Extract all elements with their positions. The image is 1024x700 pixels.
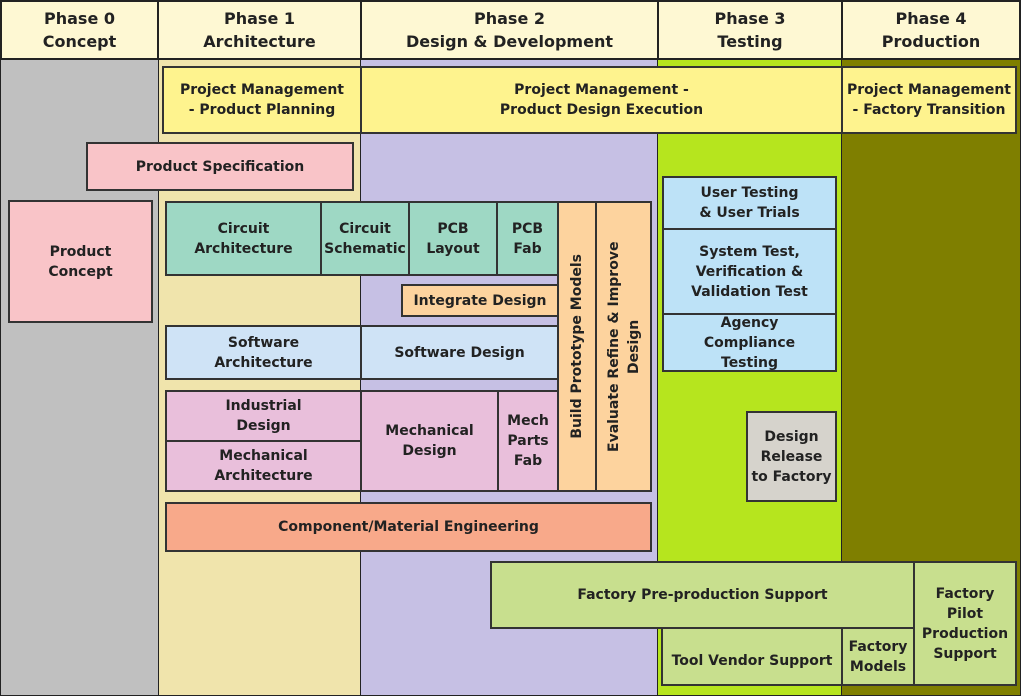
component-material-engineering: Component/Material Engineering (165, 502, 652, 552)
build-prototype-models: Build Prototype Models (557, 201, 597, 492)
phase0-header: Phase 0 Concept (0, 0, 159, 60)
circuit-architecture: Circuit Architecture (165, 201, 322, 276)
software-design: Software Design (360, 325, 559, 380)
industrial-design: Industrial Design (165, 390, 362, 442)
factory-models: Factory Models (841, 627, 915, 686)
mechanical-design: Mechanical Design (360, 390, 499, 492)
design-release-to-factory: Design Release to Factory (746, 411, 837, 502)
product-specification: Product Specification (86, 142, 354, 191)
system-test: System Test, Verification & Validation T… (662, 228, 837, 315)
phase-name: Architecture (203, 32, 316, 51)
phase-name: Testing (717, 32, 783, 51)
phase4-header: Phase 4 Production (841, 0, 1021, 60)
factory-pilot-production-support: Factory Pilot Production Support (913, 561, 1017, 686)
pm-product-planning: Project Management - Product Planning (162, 66, 362, 134)
phase-name: Concept (42, 32, 117, 51)
phase-name: Design & Development (406, 32, 613, 51)
phase-number: Phase 3 (714, 9, 786, 28)
phase2-header: Phase 2 Design & Development (360, 0, 659, 60)
integrate-design: Integrate Design (401, 284, 559, 317)
phase-number: Phase 0 (44, 9, 115, 28)
tool-vendor-support: Tool Vendor Support (661, 627, 843, 686)
agency-compliance-testing: Agency Compliance Testing (662, 313, 837, 372)
evaluate-label: Evaluate Refine & Improve Design (605, 241, 642, 452)
build-prototype-label: Build Prototype Models (569, 254, 585, 439)
circuit-schematic: Circuit Schematic (320, 201, 410, 276)
phase3-header: Phase 3 Testing (657, 0, 843, 60)
mech-parts-fab: Mech Parts Fab (497, 390, 559, 492)
phase-number: Phase 1 (224, 9, 295, 28)
pm-factory-transition: Project Management - Factory Transition (841, 66, 1017, 134)
product-concept: Product Concept (8, 200, 153, 323)
evaluate-refine-improve: Evaluate Refine & Improve Design (595, 201, 652, 492)
software-architecture: Software Architecture (165, 325, 362, 380)
phase-name: Production (881, 32, 981, 51)
pcb-fab: PCB Fab (496, 201, 559, 276)
phase1-header: Phase 1 Architecture (157, 0, 362, 60)
pm-design-execution: Project Management - Product Design Exec… (360, 66, 843, 134)
phase-number: Phase 2 (474, 9, 545, 28)
pcb-layout: PCB Layout (408, 201, 498, 276)
phase-number: Phase 4 (895, 9, 967, 28)
factory-preproduction-support: Factory Pre-production Support (490, 561, 915, 629)
mechanical-architecture: Mechanical Architecture (165, 440, 362, 492)
user-testing: User Testing & User Trials (662, 176, 837, 230)
